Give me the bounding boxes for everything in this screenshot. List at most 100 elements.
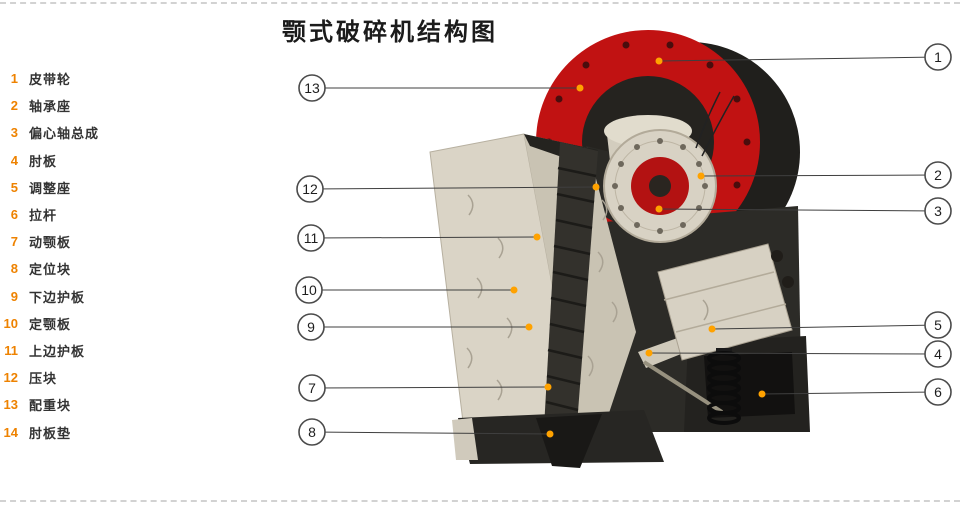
callout-number: 1 (934, 49, 942, 65)
part-number: 5 (10, 179, 18, 195)
callout-dot (655, 57, 663, 65)
callout-circle (924, 43, 952, 71)
callout-circle (297, 224, 325, 252)
callout-dot (645, 349, 653, 357)
callout-circle (924, 311, 952, 339)
part-label: 偏心轴总成 (29, 126, 100, 142)
callout-9: 9 (297, 313, 325, 341)
part-number: 14 (3, 424, 18, 440)
part-label: 肘板 (29, 153, 58, 169)
top-border (0, 2, 960, 4)
callout-line (711, 324, 939, 330)
callout-circle (924, 197, 952, 225)
part-label: 轴承座 (29, 99, 72, 115)
callout-10: 10 (295, 276, 323, 304)
callout-dot (576, 84, 584, 92)
callout-dot (697, 172, 705, 180)
parts-list-item: 2 轴承座 (2, 92, 99, 119)
callout-number: 2 (934, 167, 942, 183)
part-number: 6 (10, 207, 18, 223)
callout-number: 3 (934, 203, 942, 219)
callout-line (311, 386, 549, 389)
part-number: 11 (4, 342, 18, 358)
part-label: 皮带轮 (29, 72, 72, 88)
callout-7: 7 (298, 374, 326, 402)
callout-circle (298, 418, 326, 446)
callout-line (700, 174, 939, 177)
machine-illustration (429, 30, 810, 468)
callout-2: 2 (924, 161, 952, 189)
callout-3: 3 (924, 197, 952, 225)
callout-line (761, 391, 939, 395)
callout-number: 5 (934, 317, 942, 333)
callout-number: 7 (308, 380, 316, 396)
callout-circle (298, 374, 326, 402)
part-number: 10 (3, 315, 18, 331)
callout-number: 12 (302, 181, 318, 197)
callout-circle (924, 378, 952, 406)
callout-12: 12 (296, 175, 324, 203)
callout-circle (297, 313, 325, 341)
callout-dot (533, 233, 541, 241)
parts-list-item: 10 定颚板 (2, 310, 99, 337)
callout-number: 10 (301, 282, 317, 298)
part-number: 2 (10, 98, 18, 114)
callout-11: 11 (297, 224, 325, 252)
callout-dot (655, 205, 663, 213)
callout-line (309, 186, 597, 190)
parts-list-item: 14 肘板垫 (2, 418, 99, 445)
parts-list-item: 1 皮带轮 (2, 65, 99, 92)
callout-dot (708, 325, 716, 333)
spring-coil (707, 351, 741, 425)
callout-6: 6 (924, 378, 952, 406)
parts-list-item: 5 调整座 (2, 174, 99, 201)
part-number: 8 (10, 261, 18, 277)
part-label: 上边护板 (29, 343, 86, 359)
hub-bolts (612, 138, 708, 234)
part-label: 调整座 (29, 180, 72, 196)
part-label: 动颚板 (29, 235, 72, 251)
part-label: 配重块 (29, 398, 72, 414)
callout-circle (296, 175, 324, 203)
callout-dot (510, 286, 518, 294)
callout-dot (592, 183, 600, 191)
callout-5: 5 (924, 311, 952, 339)
callout-number: 11 (304, 230, 319, 246)
callout-4: 4 (924, 340, 952, 368)
callout-line (658, 208, 939, 212)
bottom-border (0, 500, 960, 502)
callout-8: 8 (298, 418, 326, 446)
parts-list-item: 7 动颚板 (2, 228, 99, 255)
callout-13: 13 (298, 74, 326, 102)
part-label: 定颚板 (29, 316, 72, 332)
callout-circle (295, 276, 323, 304)
callout-dot (525, 323, 533, 331)
callout-number: 6 (934, 384, 942, 400)
callout-number: 9 (307, 319, 315, 335)
callout-circle (924, 161, 952, 189)
callout-line (311, 431, 551, 435)
callout-circle (924, 340, 952, 368)
part-label: 肘板垫 (29, 425, 72, 441)
callout-dot (546, 430, 554, 438)
part-label: 拉杆 (29, 208, 58, 224)
part-number: 9 (10, 288, 18, 304)
part-number: 7 (10, 234, 18, 250)
callout-dot (544, 383, 552, 391)
parts-list-item: 8 定位块 (2, 255, 99, 282)
diagram-title: 颚式破碎机结构图 (282, 17, 498, 46)
part-label: 定位块 (29, 262, 72, 278)
callout-circle (298, 74, 326, 102)
callout-line (310, 236, 538, 239)
part-number: 1 (10, 71, 18, 87)
callout-number: 8 (308, 424, 316, 440)
